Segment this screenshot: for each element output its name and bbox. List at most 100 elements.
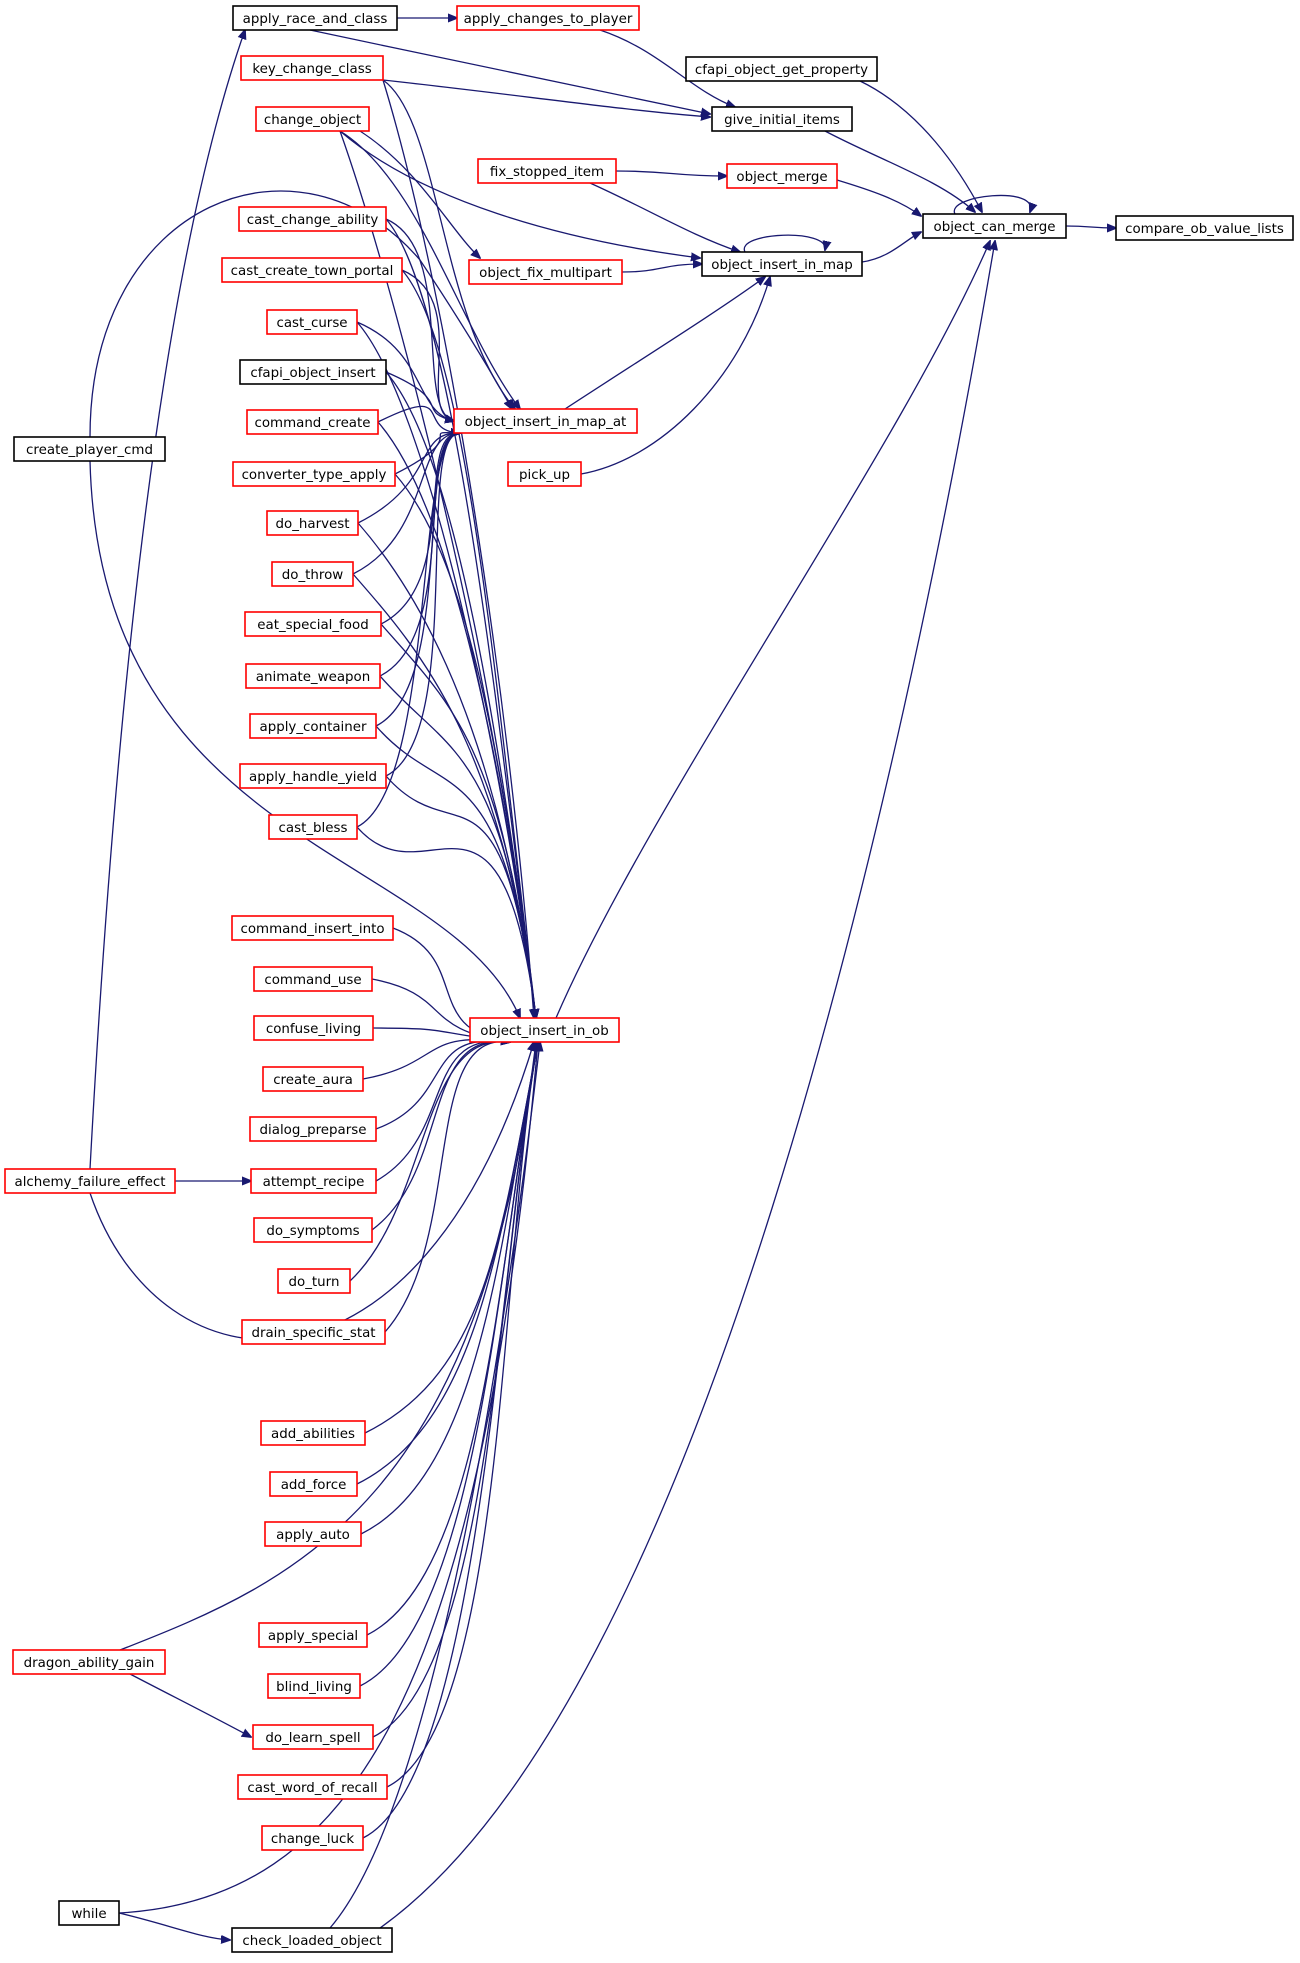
node-object-insert-in-map[interactable]: object_insert_in_map [701,251,863,277]
node-box [253,1217,373,1243]
node-dragon-ability-gain[interactable]: dragon_ability_gain [12,1649,166,1675]
node-label: create_aura [273,1073,353,1088]
edge-change-object-to-insert-map [339,130,700,258]
node-apply-handle-yield[interactable]: apply_handle_yield [239,763,387,789]
node-label: apply_container [260,720,367,735]
node-while[interactable]: while [58,1900,120,1926]
node-box [469,1017,620,1043]
node-command-insert-into[interactable]: command_insert_into [231,915,394,941]
edge-attempt-recipe-to-insert-in-ob [375,1041,510,1182]
node-create-aura[interactable]: create_aura [262,1066,364,1092]
edge-alchemy-to-apply-race-class [89,30,245,1170]
node-key-change-class[interactable]: key_change_class [240,55,384,81]
node-label: pick_up [519,468,570,483]
node-label: confuse_living [266,1022,361,1037]
edge-object-can-merge-to-compare [1065,226,1116,228]
edge-insert-map-at-to-insert-map [564,277,765,410]
node-eat-special-food[interactable]: eat_special_food [244,611,382,637]
node-box [262,1066,364,1092]
node-command-use[interactable]: command_use [253,966,373,992]
node-label: give_initial_items [724,113,840,128]
node-apply-auto[interactable]: apply_auto [264,1521,362,1547]
node-object-insert-in-ob[interactable]: object_insert_in_ob [469,1017,620,1043]
node-dialog-preparse[interactable]: dialog_preparse [249,1116,377,1142]
node-change-luck[interactable]: change_luck [261,1825,364,1851]
node-box [277,1268,351,1294]
node-label: do_throw [282,568,344,583]
node-animate-weapon[interactable]: animate_weapon [245,663,381,689]
node-label: apply_auto [276,1528,350,1543]
edge-fix-multipart-to-insert-map [621,264,702,273]
node-do-turn[interactable]: do_turn [277,1268,351,1294]
node-label: cast_create_town_portal [231,264,394,279]
node-label: add_force [281,1478,347,1493]
edge-pick-up-to-insert-map [580,277,770,475]
node-label: drain_specific_stat [251,1326,375,1341]
node-label: dragon_ability_gain [24,1656,155,1671]
node-converter-type-apply[interactable]: converter_type_apply [232,461,396,487]
node-cast-word-of-recall[interactable]: cast_word_of_recall [237,1774,388,1800]
node-cast-curse[interactable]: cast_curse [266,309,358,335]
node-give-initial-items[interactable]: give_initial_items [711,106,853,132]
node-label: key_change_class [252,62,371,77]
node-check-loaded-object[interactable]: check_loaded_object [231,1927,393,1953]
edge-do-symptoms-to-insert-in-ob [371,1041,510,1231]
node-label: animate_weapon [256,670,370,685]
node-add-force[interactable]: add_force [269,1471,358,1497]
edge-change-object-to-insert-map-at [339,130,520,409]
node-apply-race-and-class[interactable]: apply_race_and_class [232,5,398,31]
node-label: add_abilities [271,1427,355,1442]
node-box [4,1168,176,1194]
node-drain-specific-stat[interactable]: drain_specific_stat [241,1319,386,1345]
node-confuse-living[interactable]: confuse_living [253,1015,374,1041]
node-fix-stopped-item[interactable]: fix_stopped_item [477,158,617,184]
node-box [253,1015,374,1041]
node-apply-container[interactable]: apply_container [249,713,377,739]
node-label: command_use [264,973,361,988]
node-box [240,55,384,81]
edge-fix-stopped-to-insert-map [589,182,740,252]
node-label: cast_word_of_recall [247,1781,377,1796]
node-label: cast_bless [279,821,348,836]
node-do-harvest[interactable]: do_harvest [266,510,359,536]
node-label: object_insert_in_map [711,258,852,273]
node-apply-changes-to-player[interactable]: apply_changes_to_player [456,5,640,31]
edge-check-loaded-to-insert-in-ob [329,1042,540,1929]
node-cfapi-object-insert[interactable]: cfapi_object_insert [239,359,387,385]
node-box [266,309,358,335]
node-do-throw[interactable]: do_throw [271,561,354,587]
node-label: apply_changes_to_player [464,12,633,27]
node-attempt-recipe[interactable]: attempt_recipe [250,1168,377,1194]
node-alchemy-failure-effect[interactable]: alchemy_failure_effect [4,1168,176,1194]
node-compare-ob-value-lists[interactable]: compare_ob_value_lists [1115,215,1294,241]
node-object-insert-in-map-at[interactable]: object_insert_in_map_at [453,408,638,434]
edge-dialog-preparse-to-insert-in-ob [375,1041,510,1130]
node-object-fix-multipart[interactable]: object_fix_multipart [468,259,623,285]
node-label: converter_type_apply [242,468,387,483]
node-blind-living[interactable]: blind_living [267,1673,361,1699]
node-do-symptoms[interactable]: do_symptoms [253,1217,373,1243]
node-cast-bless[interactable]: cast_bless [268,814,358,840]
node-label: create_player_cmd [26,443,153,458]
node-label: object_insert_in_ob [480,1024,608,1039]
node-cfapi-object-get-property[interactable]: cfapi_object_get_property [685,56,878,82]
edge-cast-curse-to-insert-map-at [356,321,454,421]
node-box [261,1825,364,1851]
node-box [250,1168,377,1194]
edge-do-turn-to-insert-in-ob [349,1041,510,1282]
edge-key-change-class-to-insert-in-ob [382,79,534,1018]
node-cast-change-ability[interactable]: cast_change_ability [238,206,387,232]
node-cast-create-town-portal[interactable]: cast_create_town_portal [221,257,403,283]
node-create-player-cmd[interactable]: create_player_cmd [13,436,166,462]
node-pick-up[interactable]: pick_up [507,461,582,487]
node-object-merge[interactable]: object_merge [726,163,838,189]
node-command-create[interactable]: command_create [246,409,379,435]
edge-object-insert-in-ob-to-can-merge [555,241,990,1019]
node-do-learn-spell[interactable]: do_learn_spell [252,1724,374,1750]
node-change-object[interactable]: change_object [255,106,370,132]
node-box [12,1649,166,1675]
node-add-abilities[interactable]: add_abilities [260,1420,366,1446]
node-apply-special[interactable]: apply_special [258,1622,368,1648]
node-object-can-merge[interactable]: object_can_merge [922,213,1067,239]
node-label: fix_stopped_item [490,165,604,180]
